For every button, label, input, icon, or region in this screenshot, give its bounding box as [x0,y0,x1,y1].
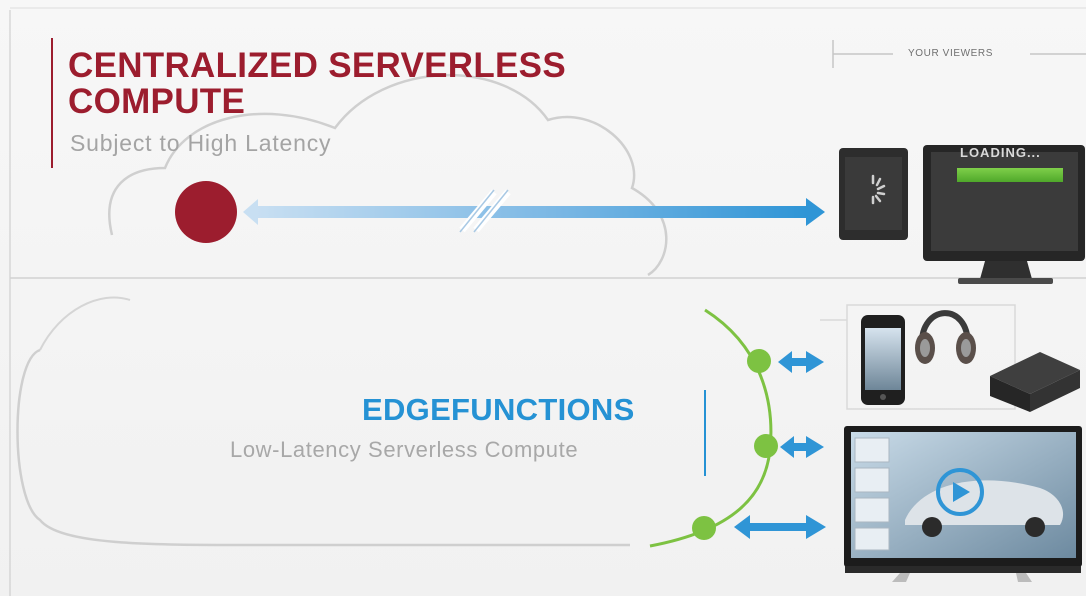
centralized-origin-dot [175,181,237,243]
centralized-accent-bar [51,38,53,168]
tablet-icon [839,148,908,240]
centralized-subtitle: Subject to High Latency [70,130,332,156]
your-viewers-label: YOUR VIEWERS [908,48,993,59]
edgefunctions-title: EDGEFUNCTIONS [362,392,635,427]
loading-label: LOADING... [960,145,1041,160]
edgefunctions-subtitle: Low-Latency Serverless Compute [230,437,579,462]
edgefunctions-accent-bar [704,390,706,476]
edge-node-3 [692,516,716,540]
edge-arrow-1 [778,351,824,373]
edge-node-2 [754,434,778,458]
edge-arrow-3 [734,515,826,539]
smartphone-icon [861,315,905,405]
edge-arrow-2 [780,436,824,458]
monitor-stand [958,278,1053,284]
edge-node-1 [747,349,771,373]
centralized-title-line-1: CENTRALIZED SERVERLESS [68,46,566,85]
edge-network-arc [649,308,773,548]
desktop-monitor-icon [923,145,1085,284]
centralized-title: CENTRALIZED SERVERLESS COMPUTE [68,48,566,120]
loading-progress-bar [957,168,1063,182]
lower-cloud-outline [16,348,630,547]
upper-cloud-outline [108,73,668,277]
mobile-devices-frame [846,304,1016,410]
television-icon [844,426,1082,582]
centralized-title-line-2: COMPUTE [68,82,246,121]
lower-cloud-bump [39,296,131,351]
set-top-box-icon [990,352,1080,412]
high-latency-arrow [243,189,825,233]
headphones-icon [915,310,976,364]
